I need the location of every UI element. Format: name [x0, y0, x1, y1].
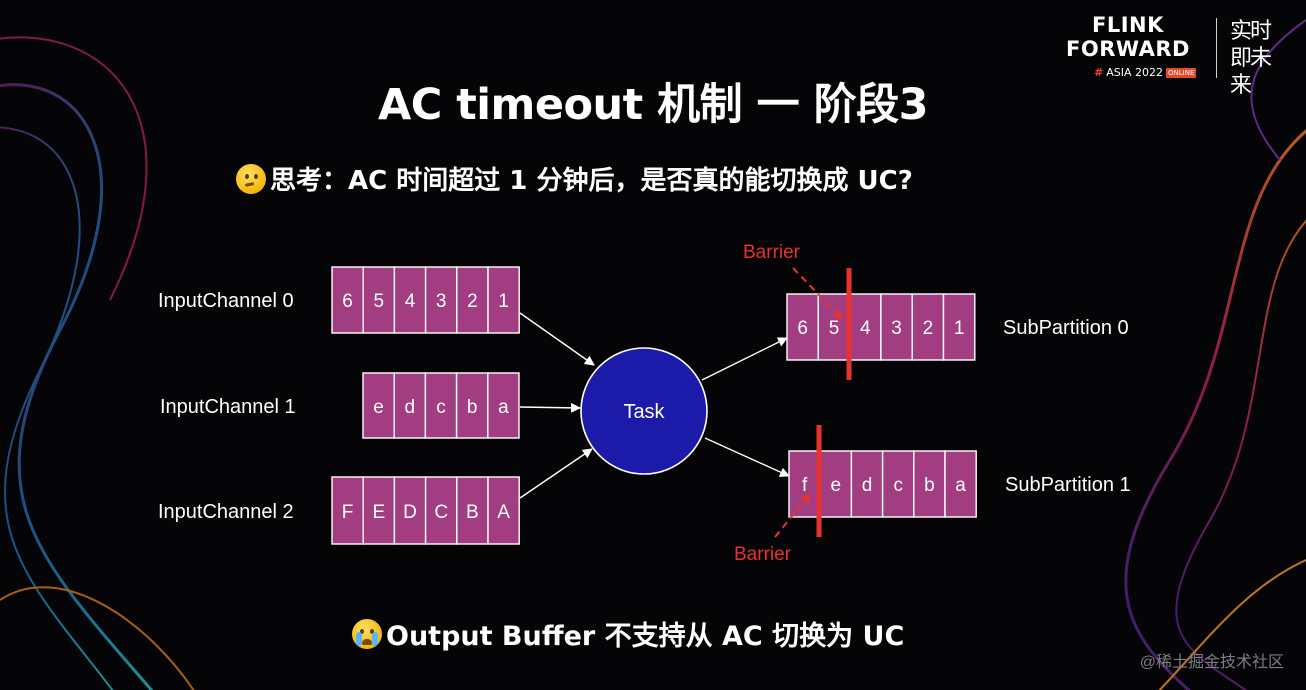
- svg-text:B: B: [466, 502, 479, 523]
- sub0-cell: 2: [911, 293, 945, 361]
- logo-cn-text: 实时即未来: [1230, 19, 1272, 98]
- sub1-cell: b: [913, 450, 946, 518]
- input-channel-1: e d c b a: [362, 372, 520, 439]
- sub1-cell: f: [788, 450, 821, 518]
- svg-text:a: a: [955, 475, 966, 496]
- svg-text:5: 5: [829, 318, 840, 339]
- svg-text:6: 6: [342, 291, 353, 312]
- input0-cell: 6: [331, 266, 364, 334]
- svg-text:E: E: [372, 502, 385, 523]
- input0-cell: 5: [362, 266, 396, 334]
- input1-cell: b: [455, 372, 489, 439]
- sub0-cell: 3: [880, 293, 913, 361]
- logo-hash: #: [1094, 66, 1104, 79]
- svg-text:b: b: [924, 475, 935, 496]
- logo-online-badge: ONLINE: [1166, 68, 1197, 78]
- sub1-cell: a: [944, 450, 977, 518]
- watermark: @稀土掘金技术社区: [1139, 654, 1284, 671]
- slide-title: AC timeout 机制 一 阶段3: [377, 80, 929, 130]
- sub1-cell: c: [881, 450, 915, 518]
- output-label-0: SubPartition 0: [1003, 317, 1129, 339]
- question-text: 思考：AC 时间超过 1 分钟后，是否真的能切换成 UC?: [270, 166, 913, 196]
- input0-cell: 1: [487, 266, 520, 334]
- arrow-task-to-subpartition1: [704, 437, 790, 477]
- input2-cell: E: [362, 476, 396, 545]
- sub1-cell: e: [819, 450, 853, 518]
- barrier-label-0: Barrier: [743, 242, 801, 263]
- logo-line2: FORWARD: [1066, 37, 1190, 61]
- barrier-label-1: Barrier: [734, 544, 792, 565]
- task-label: Task: [623, 401, 665, 423]
- svg-text:A: A: [497, 502, 510, 523]
- svg-text:e: e: [373, 397, 384, 418]
- output-label-1: SubPartition 1: [1005, 474, 1131, 496]
- logo-line1: FLINK: [1092, 13, 1164, 37]
- logo-event-name: ASIA 2022: [1106, 66, 1163, 79]
- input0-cell: 3: [424, 266, 458, 334]
- input0-cell: 2: [456, 266, 489, 334]
- svg-text:e: e: [831, 475, 842, 496]
- svg-text:1: 1: [498, 291, 509, 312]
- subpartition-0: 6 5 4 3 2 1: [786, 293, 976, 361]
- svg-text:4: 4: [860, 318, 871, 339]
- input2-cell: A: [487, 476, 520, 545]
- logo-divider: [1216, 18, 1217, 78]
- sub0-cell: 4: [848, 293, 882, 361]
- subpartition-1: f e d c b a: [788, 450, 977, 518]
- input2-cell: F: [331, 476, 364, 545]
- svg-text:c: c: [436, 397, 446, 418]
- svg-text:d: d: [405, 397, 416, 418]
- sub0-cell: 1: [942, 293, 976, 361]
- input0-cell: 4: [393, 266, 427, 334]
- svg-text:2: 2: [923, 318, 934, 339]
- input-channel-0: 6 5 4 3 2 1: [331, 266, 520, 334]
- task-node: Task: [580, 347, 708, 475]
- question-line: 思考：AC 时间超过 1 分钟后，是否真的能切换成 UC?: [236, 160, 913, 197]
- input2-cell: C: [424, 476, 458, 545]
- sub0-cell: 6: [786, 293, 819, 361]
- arrow-input0-to-task: [519, 312, 595, 366]
- input-channel-2: F E D C B A: [331, 476, 520, 545]
- sub0-cell: 5: [817, 293, 851, 361]
- input1-cell: e: [362, 372, 395, 439]
- input1-cell: d: [393, 372, 427, 439]
- thinking-face-icon: [236, 163, 266, 194]
- svg-text:F: F: [342, 502, 354, 523]
- arrow-input1-to-task: [519, 402, 581, 413]
- input2-cell: D: [393, 476, 427, 545]
- svg-text:f: f: [802, 475, 808, 496]
- arrow-task-to-subpartition0: [701, 337, 788, 381]
- svg-text:D: D: [403, 502, 417, 523]
- svg-text:C: C: [434, 502, 448, 523]
- footer-text: Output Buffer 不支持从 AC 切换为 UC: [386, 621, 905, 652]
- svg-text:b: b: [467, 397, 478, 418]
- input-label-0: InputChannel 0: [158, 290, 294, 312]
- svg-text:3: 3: [891, 318, 902, 339]
- crying-face-icon: [352, 618, 382, 649]
- barrier-arrow-1: [774, 493, 811, 538]
- svg-text:3: 3: [436, 291, 447, 312]
- input-label-2: InputChannel 2: [158, 501, 294, 523]
- input2-cell: B: [456, 476, 489, 545]
- input1-cell: c: [424, 372, 458, 439]
- svg-text:6: 6: [797, 318, 808, 339]
- arrow-input2-to-task: [519, 448, 593, 499]
- svg-text:1: 1: [954, 318, 965, 339]
- svg-text:2: 2: [467, 291, 478, 312]
- input1-cell: a: [487, 372, 520, 439]
- input-label-1: InputChannel 1: [160, 396, 296, 418]
- footer-line: Output Buffer 不支持从 AC 切换为 UC: [352, 614, 904, 653]
- svg-text:4: 4: [405, 291, 416, 312]
- svg-text:5: 5: [374, 291, 385, 312]
- sub1-cell: d: [850, 450, 884, 518]
- svg-text:a: a: [498, 397, 509, 418]
- svg-text:d: d: [862, 475, 873, 496]
- svg-text:c: c: [893, 475, 903, 496]
